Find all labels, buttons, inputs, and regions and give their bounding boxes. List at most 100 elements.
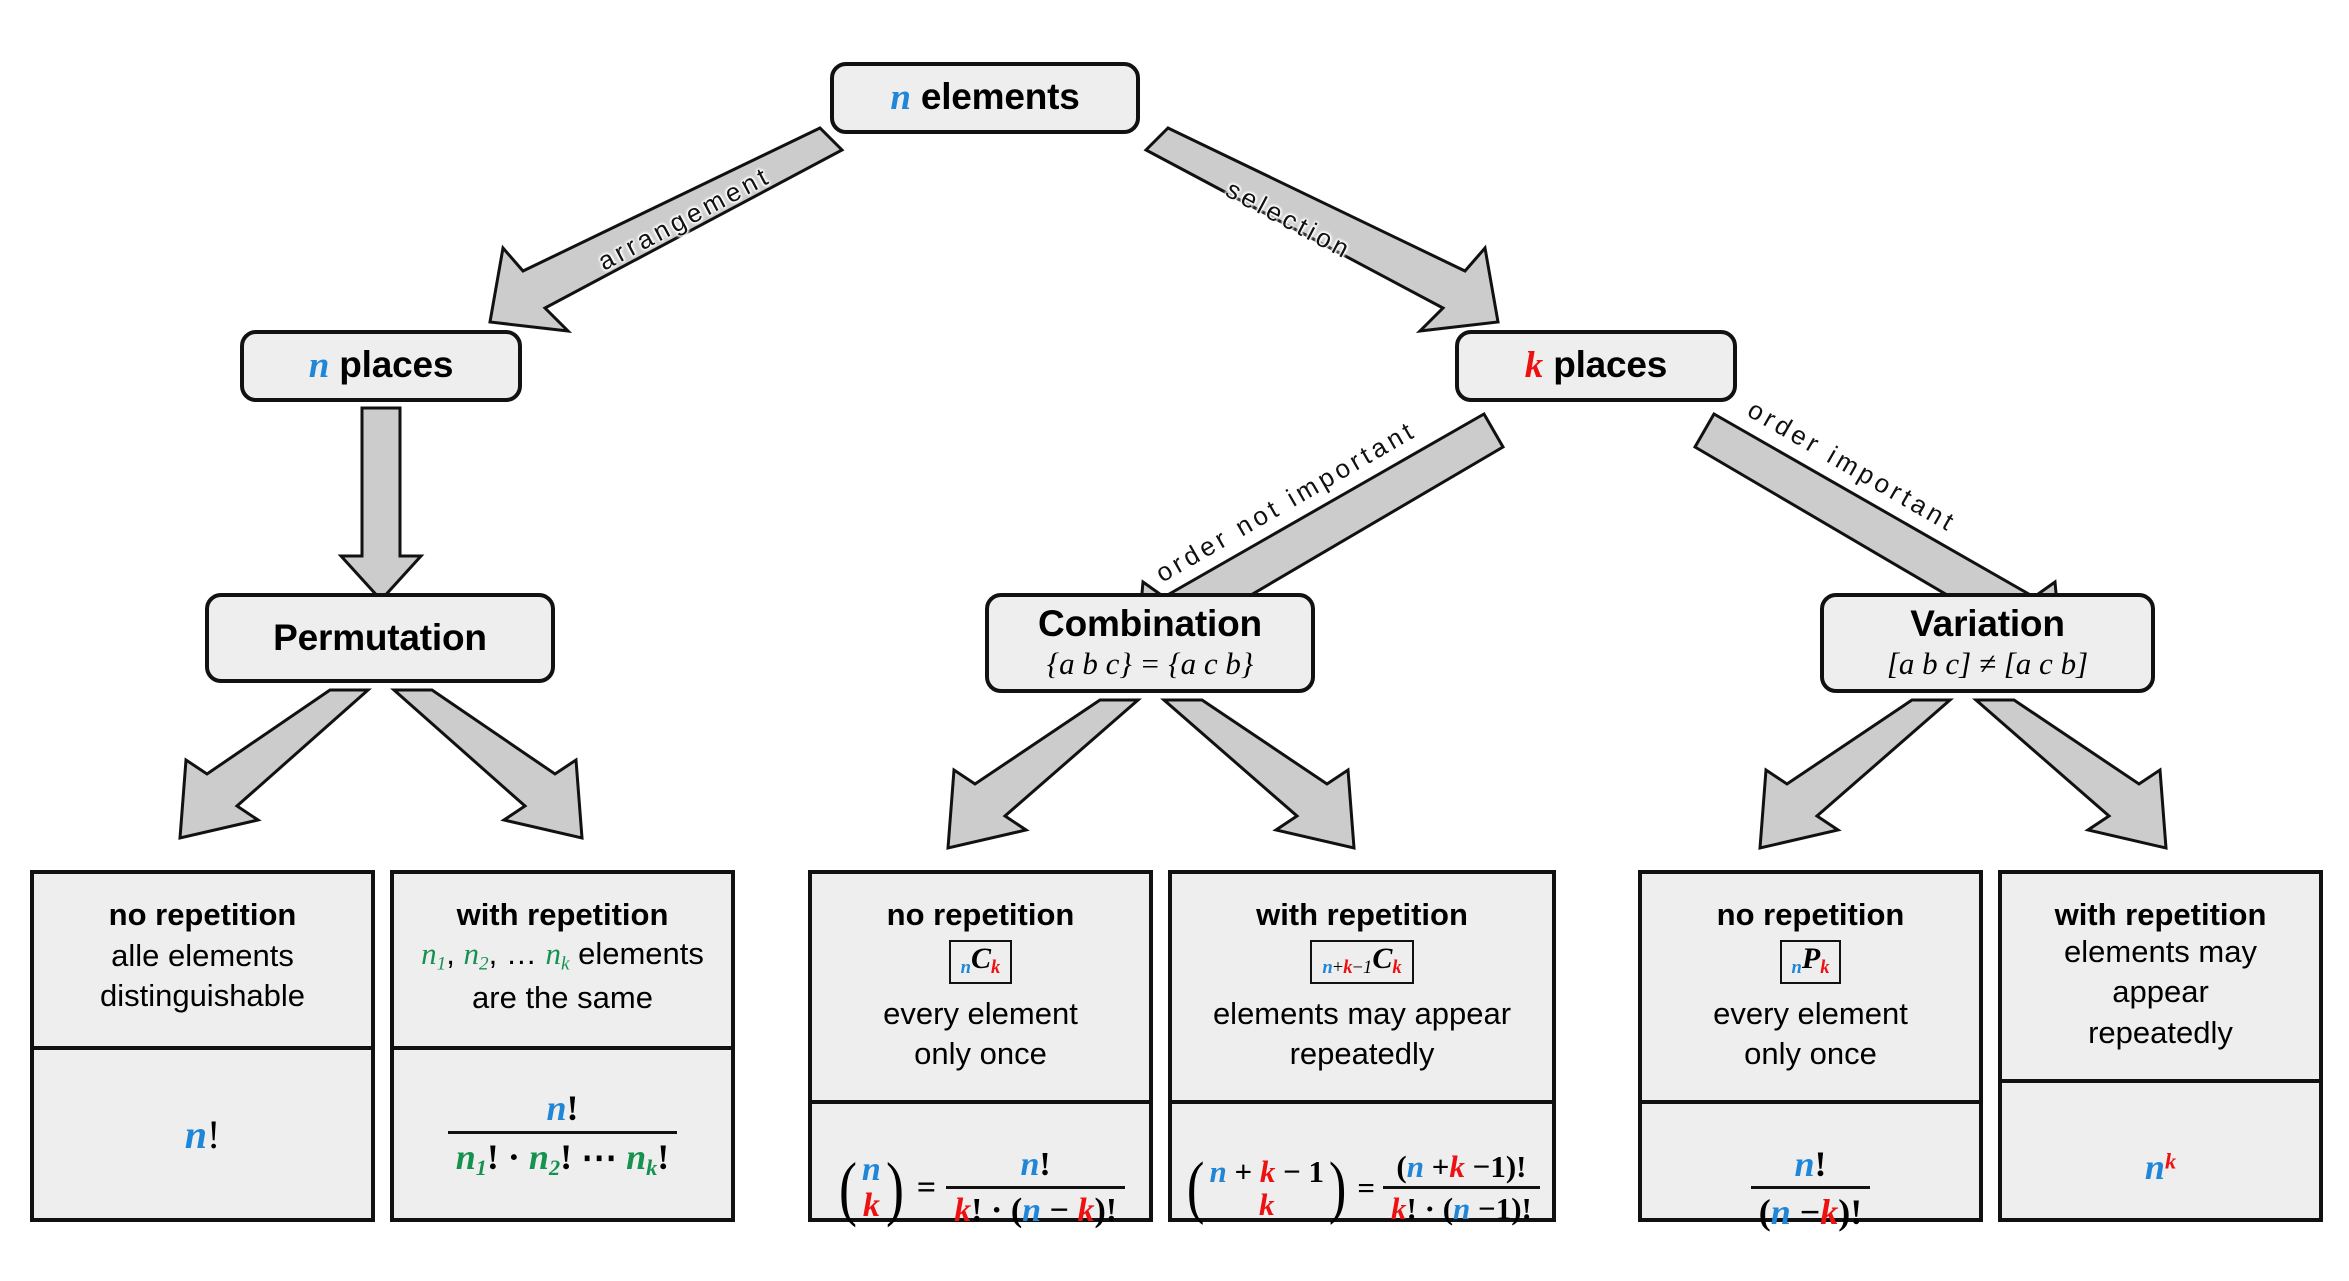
- leaf-upper: no repetition nPk every element only onc…: [1642, 874, 1979, 1105]
- symbol-factorial: !: [206, 1111, 221, 1157]
- leaf-combination-no-repetition[interactable]: no repetition nCk every element only onc…: [808, 870, 1153, 1229]
- node-combination-subtitle: {a b c} = {a c b}: [1046, 646, 1254, 682]
- leaf-head: no repetition: [108, 897, 297, 932]
- symbol-ellipsis: …: [505, 936, 537, 972]
- node-variation[interactable]: Variation [a b c] ≠ [a c b]: [1820, 593, 2155, 693]
- formula-numerator: (n +k −1)!: [1396, 1148, 1527, 1184]
- leaf-formula: n! n1! · n2! ⋯ nk!: [394, 1050, 731, 1218]
- leaf-description-line2: repeatedly: [2088, 1014, 2233, 1050]
- leaf-description-line1: n1, n2, … nk elements: [421, 936, 704, 975]
- formula-denominator: k! · (n −1)!: [1383, 1186, 1540, 1227]
- leaf-upper: with repetition n+k−1Ck elements may app…: [1172, 874, 1552, 1105]
- leaf-description-line1: alle elements: [111, 937, 294, 973]
- formula-numerator: n!: [1794, 1144, 1827, 1185]
- leaf-description-line1: elements may appear: [2064, 934, 2257, 1010]
- symbol-C: C: [1372, 942, 1393, 976]
- formula-binomial: ( n k ): [838, 1147, 904, 1228]
- node-combination[interactable]: Combination {a b c} = {a c b}: [985, 593, 1315, 693]
- leaf-notation-nPk: nPk: [1779, 940, 1842, 984]
- arrow-combination-to-no-repetition: [946, 698, 1143, 850]
- symbol-n: n: [960, 957, 972, 979]
- node-k-places-rest: places: [1543, 344, 1668, 386]
- node-variation-title: Variation: [1910, 602, 2065, 644]
- node-n-elements-title: n elements: [890, 76, 1080, 119]
- leaf-description-line2: are the same: [472, 979, 653, 1015]
- node-n-elements[interactable]: n elements: [830, 62, 1140, 134]
- leaf-description: elements may appear repeatedly: [2002, 932, 2319, 1079]
- leaf-formula: ( n k ) = n! k! · (n −: [812, 1104, 1149, 1272]
- arrow-combination-to-with-repetition: [1159, 698, 1356, 850]
- formula-denominator: k! · (n − k)!: [946, 1186, 1126, 1230]
- leaf-upper: with repetition n1, n2, … nk elements ar…: [394, 874, 731, 1050]
- leaf-formula: ( n + k − 1 k ) = (n +k −1)! k!: [1172, 1104, 1552, 1272]
- edge-label-order-important: order important: [1742, 394, 1963, 539]
- leaf-variation-with-repetition[interactable]: with repetition elements may appear repe…: [1998, 870, 2323, 1222]
- node-n-places-rest: places: [329, 344, 454, 386]
- node-combination-title: Combination: [1038, 602, 1262, 644]
- node-n-places[interactable]: n places: [240, 330, 522, 402]
- leaf-description-line2: repeatedly: [1289, 1036, 1435, 1072]
- edge-label-arrangement: arrangement: [592, 159, 776, 277]
- leaf-permutation-with-repetition[interactable]: with repetition n1, n2, … nk elements ar…: [390, 870, 735, 1222]
- node-variation-subtitle: [a b c] ≠ [a c b]: [1886, 646, 2089, 682]
- formula-binomial: ( n + k − 1 k ): [1187, 1149, 1347, 1227]
- node-n-elements-rest: elements: [910, 76, 1080, 118]
- symbol-n: n: [2144, 1146, 2165, 1187]
- node-permutation[interactable]: Permutation: [205, 593, 555, 683]
- symbol-n: n: [308, 345, 330, 387]
- leaf-description: n1, n2, … nk elements are the same: [411, 934, 714, 1044]
- formula-numerator: n!: [1020, 1146, 1051, 1184]
- symbol-P: P: [1801, 942, 1821, 976]
- formula-denominator: (n −k)!: [1750, 1186, 1871, 1232]
- arrow-n-places-to-permutation: [337, 406, 425, 603]
- leaf-description: every element only once: [873, 994, 1088, 1101]
- leaf-head: no repetition: [1716, 897, 1905, 932]
- arrow-permutation-to-with-repetition: [390, 688, 584, 840]
- leaf-notation-nCk: nCk: [948, 940, 1013, 984]
- leaf-head: with repetition: [2054, 897, 2267, 932]
- formula-equals: =: [916, 1169, 937, 1207]
- node-k-places-title: k places: [1524, 344, 1668, 387]
- arrow-variation-to-no-repetition: [1758, 698, 1955, 850]
- leaf-permutation-no-repetition[interactable]: no repetition alle elements distinguisha…: [30, 870, 375, 1222]
- leaf-description-line1: elements may appear: [1212, 995, 1512, 1031]
- leaf-description: alle elements distinguishable: [90, 936, 315, 1043]
- leaf-upper: no repetition nCk every element only onc…: [812, 874, 1149, 1105]
- node-k-places[interactable]: k places: [1455, 330, 1737, 402]
- node-n-places-title: n places: [308, 344, 454, 387]
- leaf-description-line2: only once: [914, 1036, 1047, 1072]
- symbol-k: k: [991, 957, 1001, 979]
- edge-label-selection: selection: [1221, 173, 1358, 266]
- symbol-n-sub-k: nk: [545, 936, 570, 975]
- leaf-variation-no-repetition[interactable]: no repetition nPk every element only onc…: [1638, 870, 1983, 1232]
- leaf-formula: n!: [34, 1050, 371, 1218]
- node-permutation-title: Permutation: [273, 616, 487, 658]
- leaf-head: with repetition: [456, 897, 669, 932]
- leaf-combination-with-repetition[interactable]: with repetition n+k−1Ck elements may app…: [1168, 870, 1556, 1226]
- formula-denominator: n1! · n2! ⋯ nk!: [447, 1130, 678, 1180]
- symbol-n-sub-1: n1: [421, 936, 447, 975]
- symbol-k: k: [1524, 345, 1544, 387]
- leaf-description: elements may appear repeatedly: [1203, 994, 1521, 1101]
- leaf-formula: n! (n −k)!: [1642, 1104, 1979, 1272]
- symbol-n: n: [890, 77, 911, 119]
- arrow-permutation-to-no-repetition: [178, 688, 372, 840]
- formula-equals: =: [1357, 1170, 1376, 1206]
- leaf-description-line2: distinguishable: [99, 978, 306, 1014]
- leaf-notation-n-plus-k-minus-1-C-k: n+k−1Ck: [1310, 940, 1414, 984]
- leaf-description-line2: only once: [1744, 1036, 1877, 1072]
- symbol-k: k: [1820, 957, 1830, 979]
- formula-numerator: n!: [546, 1088, 579, 1129]
- arrow-variation-to-with-repetition: [1971, 698, 2168, 850]
- leaf-head: no repetition: [886, 897, 1075, 932]
- leaf-description-line1: every element: [1713, 995, 1908, 1031]
- symbol-n: n: [1791, 957, 1802, 979]
- symbol-n: n: [184, 1111, 207, 1157]
- edge-label-order-not-important: order not important: [1150, 414, 1422, 589]
- leaf-upper: no repetition alle elements distinguisha…: [34, 874, 371, 1050]
- leaf-upper: with repetition elements may appear repe…: [2002, 874, 2319, 1083]
- symbol-C: C: [971, 942, 992, 976]
- leaf-description-line1: every element: [883, 995, 1078, 1031]
- symbol-n-sub-2: n2: [463, 936, 489, 975]
